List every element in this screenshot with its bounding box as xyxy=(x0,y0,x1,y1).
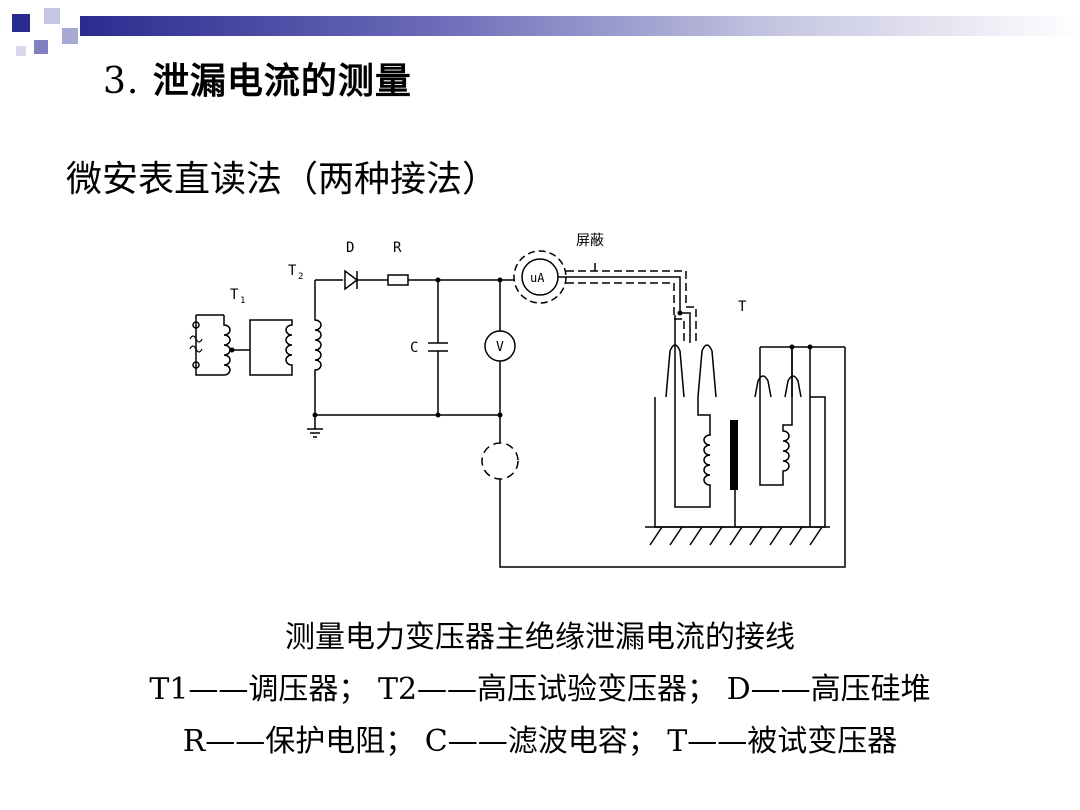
title-number: 3. xyxy=(103,61,140,102)
slide-subtitle: 微安表直读法（两种接法） xyxy=(66,159,499,200)
slide-title: 3. 泄漏电流的测量 xyxy=(103,52,412,104)
t2-coil xyxy=(314,280,322,415)
ac-source-symbol xyxy=(189,335,203,353)
lv-bushing-2 xyxy=(784,375,802,398)
label-shield: 屏蔽 xyxy=(576,233,604,249)
junction-dot xyxy=(435,277,441,283)
label-ua: uA xyxy=(530,271,545,285)
label-t1-sub: 1 xyxy=(240,296,245,306)
caption-line-2: T1——调压器； T2——高压试验变压器； D——高压硅堆 xyxy=(149,672,931,707)
shield-line-lower xyxy=(566,282,685,343)
t1-wiper xyxy=(232,319,293,376)
label-t2: T xyxy=(288,263,297,279)
resistor-symbol xyxy=(387,274,409,286)
junction-dot xyxy=(497,412,503,418)
caption-line-3: R——保护电阻； C——滤波电容； T——被试变压器 xyxy=(182,724,898,759)
label-r: R xyxy=(393,240,402,256)
corner-square-2 xyxy=(44,8,60,24)
bottom-wire xyxy=(315,414,501,443)
ac-terminal-bottom xyxy=(192,361,200,369)
circuit-diagram: T 1 T 2 D R C V uA 屏蔽 T xyxy=(189,233,846,568)
diode-symbol xyxy=(344,269,359,291)
lv-winding xyxy=(759,347,793,486)
hv-bushing-2 xyxy=(697,344,717,398)
title-text: 泄漏电流的测量 xyxy=(152,61,412,102)
header-gradient-bar xyxy=(80,16,1080,36)
junction-dot xyxy=(229,347,235,353)
corner-square-1 xyxy=(12,14,30,32)
junction-dot xyxy=(789,344,795,350)
label-t2-sub: 2 xyxy=(298,272,303,282)
ac-source-wire xyxy=(195,314,224,376)
junction-dot xyxy=(677,310,683,316)
shielded-lead xyxy=(558,276,691,343)
voltmeter-circle xyxy=(484,330,516,362)
label-v: V xyxy=(496,340,504,355)
caption-line-1: 测量电力变压器主绝缘泄漏电流的接线 xyxy=(285,620,795,655)
hv-winding xyxy=(674,315,711,508)
ac-terminal-top xyxy=(192,321,200,329)
alt-meter-position xyxy=(481,442,519,480)
junction-dot xyxy=(435,412,441,418)
t1-coil xyxy=(223,315,231,376)
earth-hatch xyxy=(645,526,830,546)
label-t1: T xyxy=(230,287,239,303)
junction-dot xyxy=(807,344,813,350)
corner-square-4 xyxy=(34,40,48,54)
label-t: T xyxy=(738,299,747,315)
return-wire xyxy=(499,347,846,568)
lv-shorting-wire xyxy=(760,346,845,527)
capacitor-branch xyxy=(428,280,448,415)
corner-square-3 xyxy=(62,28,78,44)
transformer-core xyxy=(730,420,738,490)
junction-dot xyxy=(312,412,318,418)
junction-dot xyxy=(497,277,503,283)
shield-line-upper xyxy=(566,270,697,343)
lv-bushing-1 xyxy=(754,375,772,398)
label-d: D xyxy=(346,240,354,256)
label-c: C xyxy=(410,340,418,356)
corner-square-5 xyxy=(16,46,26,56)
ground-symbol xyxy=(307,415,323,438)
